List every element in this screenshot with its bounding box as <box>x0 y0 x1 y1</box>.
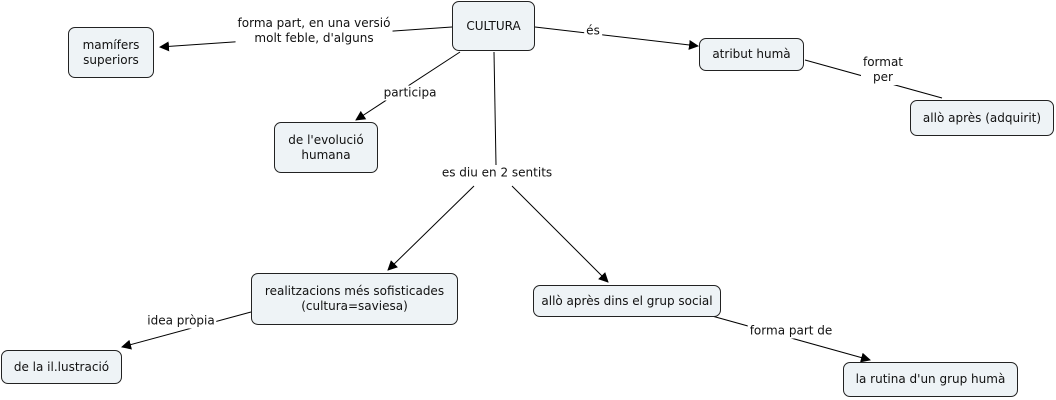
link-label-forma-part: forma part, en una versió molt feble, d'… <box>235 16 393 46</box>
node-allo-apres-adquirit[interactable]: allò après (adquirit) <box>910 100 1054 136</box>
link-label-es-diu: es diu en 2 sentits <box>439 165 555 181</box>
node-cultura[interactable]: CULTURA <box>452 1 535 51</box>
node-evolucio-humana[interactable]: de l'evolució humana <box>274 122 378 173</box>
link-label-idea-propia: idea pròpia <box>145 313 217 329</box>
node-mamifers-superiors[interactable]: mamífers superiors <box>68 27 154 78</box>
link-label-format-per: format per <box>860 55 906 85</box>
link-label-es: és <box>584 23 602 39</box>
link-label-participa: participa <box>381 85 439 101</box>
node-realitzacions[interactable]: realitzacions més sofisticades (cultura=… <box>251 273 458 325</box>
edge-realitzacions-illustracio <box>121 311 252 350</box>
edge-cultura-atribut <box>534 26 699 50</box>
edge-split-realitzacions <box>387 185 475 271</box>
edge-split-grup <box>511 185 609 283</box>
edge-cultura-split <box>493 51 497 166</box>
node-allo-apres-grup-social[interactable]: allò après dins el grup social <box>533 285 721 317</box>
node-atribut-huma[interactable]: atribut humà <box>699 38 804 71</box>
node-illustracio[interactable]: de la il.lustració <box>1 350 122 384</box>
link-label-forma-part-de: forma part de <box>747 323 835 339</box>
node-rutina-grup-huma[interactable]: la rutina d'un grup humà <box>843 362 1018 397</box>
